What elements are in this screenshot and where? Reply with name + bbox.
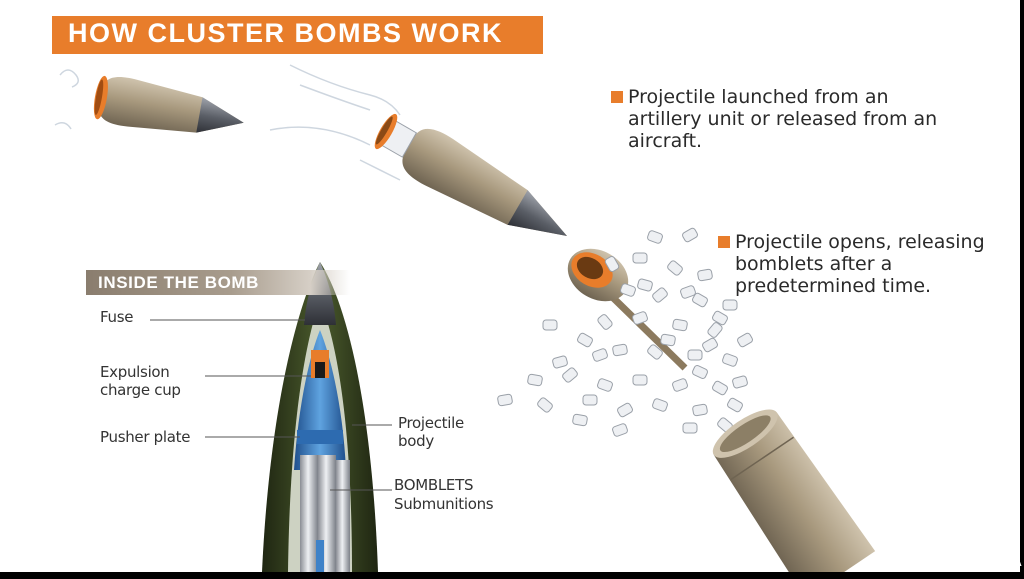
page-title: HOW CLUSTER BOMBS WORK xyxy=(68,18,503,48)
bomblet xyxy=(597,378,613,392)
projectile-launch-illustration xyxy=(93,75,244,133)
bomblet xyxy=(712,310,728,326)
step-1-text: Projectile launched from an artillery un… xyxy=(628,86,938,152)
step-1: Projectile launched from an artillery un… xyxy=(611,86,961,156)
bomblet xyxy=(604,256,620,272)
bomblet xyxy=(632,374,648,386)
label-expulsion-2: charge cup xyxy=(100,381,181,399)
smoke-trail xyxy=(54,64,401,181)
bomblet xyxy=(697,268,713,282)
bomblet xyxy=(652,398,668,412)
bomblet xyxy=(647,344,663,360)
bomblet xyxy=(632,311,648,325)
bomblets-scatter xyxy=(497,227,753,437)
bomblet xyxy=(702,337,718,353)
label-pusher-plate: Pusher plate xyxy=(100,428,191,446)
bomblet xyxy=(537,397,553,413)
bomblet xyxy=(712,380,728,396)
bomblet xyxy=(562,367,578,383)
bomblet xyxy=(572,413,588,427)
bomblet xyxy=(582,394,598,406)
label-fuse: Fuse xyxy=(100,308,134,326)
callout-lines xyxy=(150,319,392,491)
bomblet xyxy=(692,292,708,308)
bomblet xyxy=(732,375,748,389)
orange-bullet-icon xyxy=(611,91,623,103)
bomblet xyxy=(652,287,668,303)
bomblet xyxy=(692,403,708,417)
bomblet xyxy=(612,343,628,357)
bomblet xyxy=(552,355,568,369)
bomblet xyxy=(722,353,738,367)
bomblet xyxy=(682,227,698,243)
bomblet xyxy=(737,332,753,348)
subtitle-banner xyxy=(86,270,350,295)
bomblet xyxy=(692,364,708,380)
bomblet xyxy=(597,314,613,330)
orange-bullet-icon xyxy=(718,236,730,248)
bomblet xyxy=(617,402,633,418)
bomblet xyxy=(527,373,543,387)
bomblet xyxy=(620,283,636,297)
bomblet xyxy=(660,333,676,347)
bomblet xyxy=(707,322,723,338)
bomblet xyxy=(592,348,608,362)
label-bomblets-1: BOMBLETS xyxy=(394,476,474,494)
bomblet xyxy=(727,397,743,413)
step-2-text: Projectile opens, releasing bomblets aft… xyxy=(735,231,985,297)
open-projectile-body xyxy=(712,409,876,572)
bomblet xyxy=(577,332,593,348)
section-title: INSIDE THE BOMB xyxy=(98,273,260,292)
bomblet xyxy=(612,423,628,437)
credit-logo: VOA xyxy=(998,557,1022,569)
bomblet xyxy=(542,319,558,331)
bomblet xyxy=(647,230,663,244)
step-2: Projectile opens, releasing bomblets aft… xyxy=(718,231,988,323)
bomblet xyxy=(637,278,653,292)
bomblet xyxy=(680,285,696,299)
title-banner xyxy=(52,16,543,54)
bomblet xyxy=(722,299,738,311)
bomblet xyxy=(497,393,513,407)
label-bomblets-2: Submunitions xyxy=(394,495,494,513)
bomblet xyxy=(687,349,703,361)
projectile-flight-illustration xyxy=(374,113,567,236)
label-projectile-2: body xyxy=(398,432,434,450)
bomblet xyxy=(632,252,648,264)
bomblet xyxy=(667,260,683,276)
bomblet xyxy=(682,422,698,434)
bomblet xyxy=(672,378,688,392)
cutaway-bomb xyxy=(262,262,378,572)
opened-projectile-cap xyxy=(567,248,688,371)
label-projectile-1: Projectile xyxy=(398,414,464,432)
bomblet xyxy=(672,318,688,332)
label-expulsion-1: Expulsion xyxy=(100,363,170,381)
